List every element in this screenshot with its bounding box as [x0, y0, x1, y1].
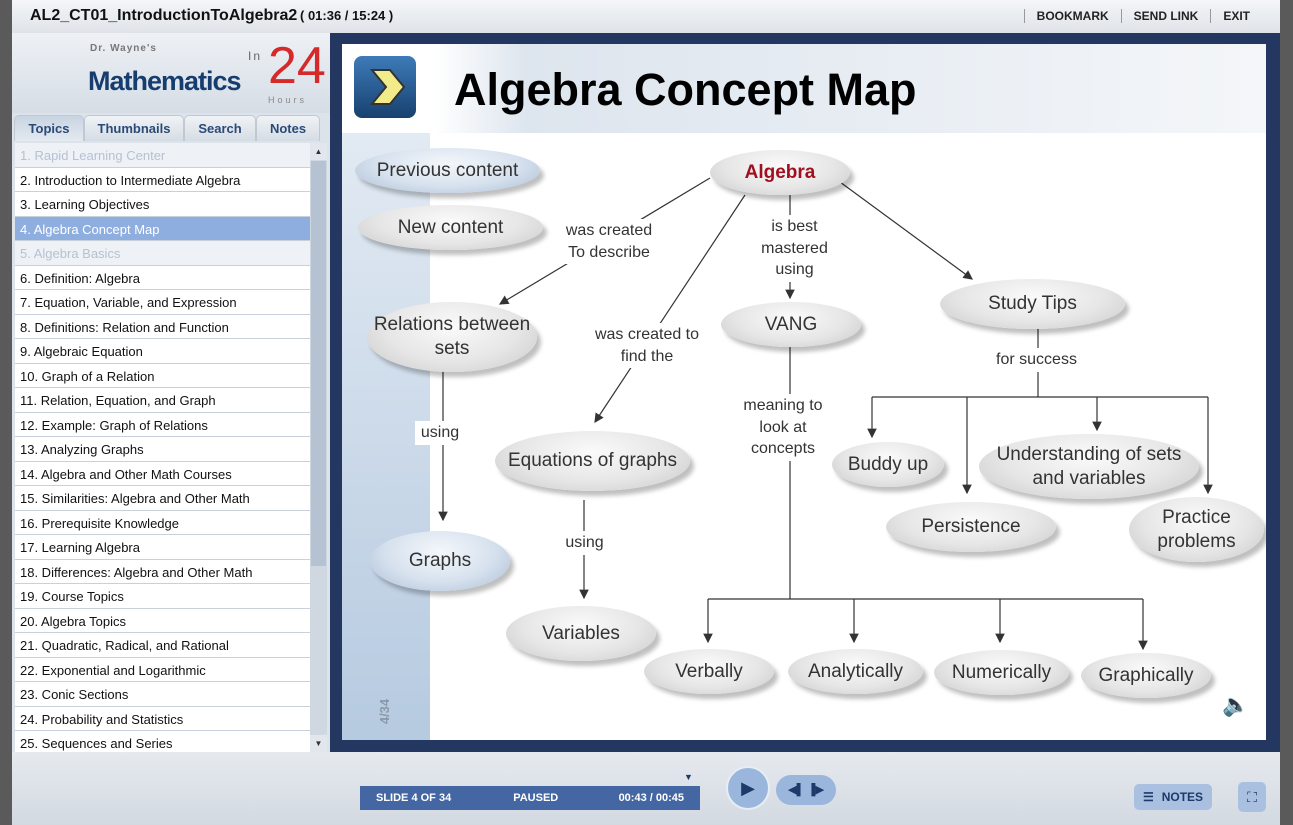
step-buttons[interactable]: ◀▌ ▐▶ [776, 775, 836, 805]
label-using-2: using [557, 531, 612, 555]
tab-thumbnails[interactable]: Thumbnails [84, 115, 184, 141]
topic-item[interactable]: 23. Conic Sections [15, 682, 310, 707]
notes-icon: ☰ [1142, 790, 1154, 804]
label-using: using [415, 421, 465, 445]
topic-item[interactable]: 21. Quadratic, Radical, and Rational [15, 633, 310, 658]
topic-item[interactable]: 4. Algebra Concept Map [15, 216, 310, 241]
course-title: AL2_CT01_IntroductionToAlgebra2 [30, 7, 298, 24]
tab-topics[interactable]: Topics [14, 115, 84, 141]
node-practice-problems: Practice problems [1129, 497, 1264, 562]
topic-item[interactable]: 11. Relation, Equation, and Graph [15, 388, 310, 413]
topic-item[interactable]: 14. Algebra and Other Math Courses [15, 461, 310, 486]
send-link-link[interactable]: SEND LINK [1120, 9, 1211, 23]
topic-item[interactable]: 6. Definition: Algebra [15, 265, 310, 290]
course-time: ( 01:36 / 15:24 ) [300, 8, 394, 23]
node-new-content: New content [358, 205, 543, 250]
node-relations: Relations between sets [367, 302, 537, 372]
playback-time: 00:43 / 00:45 [618, 792, 684, 804]
topic-item[interactable]: 18. Differences: Algebra and Other Math [15, 559, 310, 584]
node-analytically: Analytically [788, 649, 923, 694]
label-for-success: for success [979, 348, 1094, 372]
node-vang: VANG [721, 302, 861, 347]
logo-in: In [248, 49, 263, 63]
node-buddy-up: Buddy up [832, 442, 944, 487]
bookmark-link[interactable]: BOOKMARK [1023, 9, 1121, 23]
topic-item[interactable]: 12. Example: Graph of Relations [15, 412, 310, 437]
play-button[interactable]: ▶ [726, 766, 770, 810]
node-equations-of-graphs: Equations of graphs [495, 431, 690, 491]
slide-title: Algebra Concept Map [454, 64, 917, 115]
connector-lines [438, 177, 1213, 651]
tab-search[interactable]: Search [184, 115, 256, 141]
sidebar: Dr. Wayne's Mathematics In 24 Hours Topi… [12, 33, 330, 752]
player-controls: SLIDE 4 OF 34 PAUSED 00:43 / 00:45 ▼ ▶ ◀… [12, 752, 1280, 825]
topic-item[interactable]: 20. Algebra Topics [15, 608, 310, 633]
node-algebra: Algebra [710, 150, 850, 195]
node-graphically: Graphically [1081, 653, 1211, 698]
node-graphs: Graphs [370, 531, 510, 591]
scroll-thumb[interactable] [311, 161, 326, 566]
topic-item[interactable]: 3. Learning Objectives [15, 192, 310, 217]
topic-item[interactable]: 19. Course Topics [15, 584, 310, 609]
next-icon[interactable]: ▐▶ [807, 784, 824, 796]
node-numerically: Numerically [934, 650, 1069, 695]
speaker-icon[interactable]: 🔈 [1222, 692, 1250, 717]
node-variables: Variables [506, 606, 656, 661]
topic-item[interactable]: 13. Analyzing Graphs [15, 437, 310, 462]
scroll-up-icon[interactable]: ▲ [310, 143, 327, 160]
label-is-best-mastered-using: is best mastered using [752, 215, 837, 282]
exit-link[interactable]: EXIT [1210, 9, 1262, 23]
playback-state: PAUSED [513, 792, 559, 804]
scrollbar[interactable]: ▲ ▼ [310, 143, 327, 752]
topic-item[interactable]: 17. Learning Algebra [15, 535, 310, 560]
previous-icon[interactable]: ◀▌ [788, 784, 805, 796]
topic-item[interactable]: 16. Prerequisite Knowledge [15, 510, 310, 535]
scroll-down-icon[interactable]: ▼ [310, 735, 327, 752]
dropdown-arrow-icon[interactable]: ▼ [684, 772, 693, 782]
topic-item[interactable]: 7. Equation, Variable, and Expression [15, 290, 310, 315]
chevron-right-icon [354, 56, 416, 118]
topic-item[interactable]: 15. Similarities: Algebra and Other Math [15, 486, 310, 511]
node-verbally: Verbally [644, 649, 774, 694]
node-understanding: Understanding of sets and variables [979, 434, 1199, 499]
logo-24: 24 [268, 37, 326, 95]
topic-item[interactable]: 5. Algebra Basics [15, 241, 310, 266]
fullscreen-icon[interactable]: ⛶ [1238, 782, 1266, 812]
node-study-tips: Study Tips [940, 279, 1125, 329]
logo-math: Mathematics [88, 66, 242, 96]
status-bar: SLIDE 4 OF 34 PAUSED 00:43 / 00:45 [360, 786, 700, 810]
label-meaning-to-look-at-concepts: meaning to look at concepts [740, 394, 826, 461]
topic-item[interactable]: 24. Probability and Statistics [15, 706, 310, 731]
node-persistence: Persistence [886, 502, 1056, 552]
label-was-created-to-describe: was created To describe [555, 219, 663, 265]
slide: Algebra Concept Map 4/34 Previous conten… [342, 44, 1266, 740]
notes-label: NOTES [1161, 790, 1204, 804]
logo: Dr. Wayne's Mathematics In 24 Hours [12, 33, 330, 113]
topic-item[interactable]: 9. Algebraic Equation [15, 339, 310, 364]
notes-button[interactable]: ☰ NOTES [1134, 784, 1212, 810]
slide-counter: SLIDE 4 OF 34 [376, 792, 452, 804]
topic-item[interactable]: 22. Exponential and Logarithmic [15, 657, 310, 682]
title-bar: AL2_CT01_IntroductionToAlgebra2 ( 01:36 … [12, 0, 1280, 33]
tab-notes[interactable]: Notes [256, 115, 320, 141]
node-previous-content: Previous content [355, 148, 540, 193]
label-was-created-to-find-the: was created to find the [582, 323, 712, 369]
topic-item[interactable]: 25. Sequences and Series [15, 731, 310, 752]
topic-item[interactable]: 10. Graph of a Relation [15, 363, 310, 388]
topic-item[interactable]: 2. Introduction to Intermediate Algebra [15, 167, 310, 192]
topic-item[interactable]: 8. Definitions: Relation and Function [15, 314, 310, 339]
logo-hours: Hours [268, 95, 308, 105]
topic-item[interactable]: 1. Rapid Learning Center [15, 143, 310, 168]
logo-dr: Dr. Wayne's [90, 43, 157, 54]
